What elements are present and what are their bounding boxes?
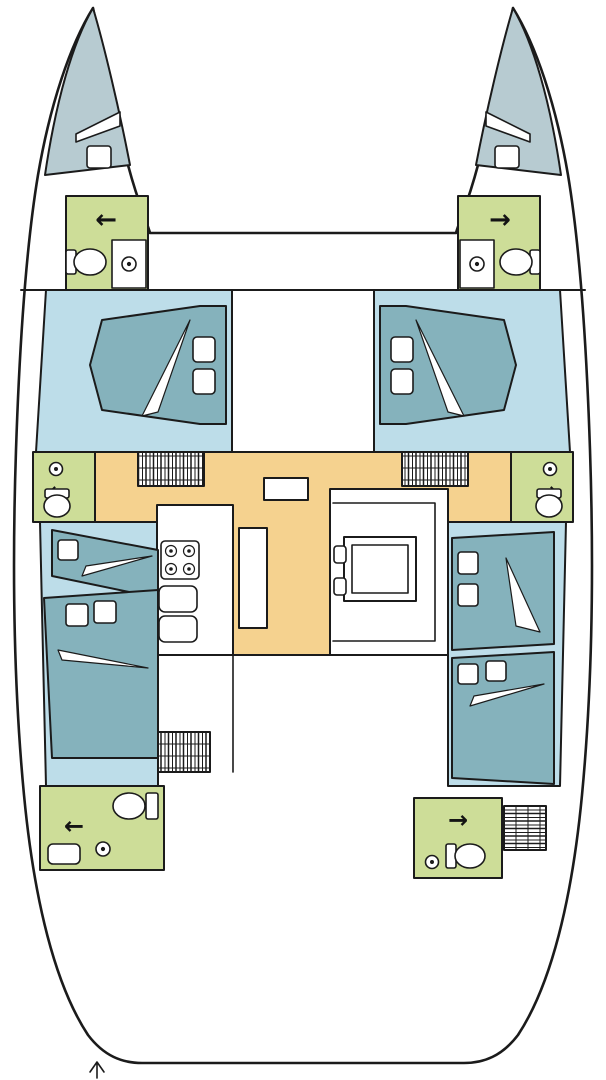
pillow-icon	[457, 551, 479, 575]
pillow-icon	[93, 600, 117, 624]
toilet-bowl	[43, 494, 71, 518]
cabins	[43, 305, 555, 785]
door-swing-icon	[415, 319, 465, 417]
porthole-dot	[100, 846, 106, 852]
pillow-icon	[390, 368, 414, 395]
cabin-forward-left	[89, 305, 227, 425]
stairs-aft-left-icon	[157, 731, 211, 773]
porthole-dot	[474, 261, 480, 267]
bed-forward-left	[89, 305, 227, 425]
galley	[156, 504, 268, 656]
pillow-icon	[192, 368, 216, 395]
door-swing-icon	[141, 319, 191, 417]
toilet-bowl	[112, 792, 146, 820]
toilet-icon	[43, 488, 71, 518]
toilet-icon	[112, 792, 159, 820]
burner-dot	[187, 567, 191, 571]
bathroom-fixtures: ← → ← → ←	[43, 205, 563, 870]
arrow-right-icon: →	[448, 806, 468, 834]
salon-furniture	[156, 477, 449, 656]
stove-icon	[160, 540, 200, 580]
bow-deck-left	[44, 7, 131, 176]
cabin-forward-right	[379, 305, 517, 425]
stairs-forward-left-icon	[137, 451, 205, 487]
door-swing-icon	[57, 649, 149, 669]
bow-hatch-icon	[86, 145, 112, 169]
galley-sink-icon	[158, 585, 198, 613]
dinette-table-top	[351, 544, 409, 594]
burner-dot	[169, 567, 173, 571]
door-swing-icon	[505, 557, 541, 633]
bed-aft-left-double	[43, 589, 159, 759]
sink-icon	[47, 843, 81, 865]
toilet-tank	[145, 792, 159, 820]
bow-deck-right	[475, 7, 562, 176]
stairs-aft-right-icon	[503, 805, 547, 851]
dinette-table	[343, 536, 417, 602]
arrow-left-icon: ←	[64, 812, 84, 840]
galley-island	[238, 527, 268, 629]
bottom-mark	[89, 1061, 105, 1079]
stairs-forward-right-icon	[401, 451, 469, 487]
pillow-icon	[57, 539, 79, 561]
stool-icon	[333, 545, 347, 564]
toilet-icon	[65, 248, 107, 276]
toilet-icon	[499, 248, 541, 276]
toilet-icon	[535, 488, 563, 518]
pillow-icon	[485, 660, 507, 682]
pillow-icon	[390, 336, 414, 363]
bow-hatch-icon	[494, 145, 520, 169]
cabin-aft-right	[451, 531, 555, 785]
toilet-bowl	[73, 248, 107, 276]
galley-sink-icon	[158, 615, 198, 643]
pillow-icon	[65, 603, 89, 627]
stairways	[137, 451, 547, 851]
toilet-bowl	[454, 843, 486, 869]
door-swing-icon	[469, 683, 545, 707]
door-swing-icon	[81, 555, 153, 577]
porthole-dot	[54, 467, 58, 471]
cabin-aft-left	[43, 529, 159, 759]
bow-vent-icon	[485, 111, 531, 143]
toilet-bowl	[535, 494, 563, 518]
pillow-icon	[457, 583, 479, 607]
pillow-icon	[192, 336, 216, 363]
bed-forward-right	[379, 305, 517, 425]
porthole-dot	[430, 860, 434, 864]
stool-icon	[333, 577, 347, 596]
salon-hatch	[263, 477, 309, 501]
porthole-dot	[548, 467, 552, 471]
arrow-right-icon: →	[489, 205, 511, 235]
toilet-icon	[445, 843, 486, 869]
porthole-dot	[126, 261, 132, 267]
arrow-left-icon: ←	[95, 205, 117, 235]
burner-dot	[187, 549, 191, 553]
bow-vent-icon	[75, 111, 121, 143]
pillow-icon	[457, 663, 479, 685]
sofa-outline	[332, 502, 436, 642]
bed-aft-right-double	[451, 651, 555, 785]
toilet-bowl	[499, 248, 533, 276]
dinette	[329, 488, 449, 656]
burner-dot	[169, 549, 173, 553]
